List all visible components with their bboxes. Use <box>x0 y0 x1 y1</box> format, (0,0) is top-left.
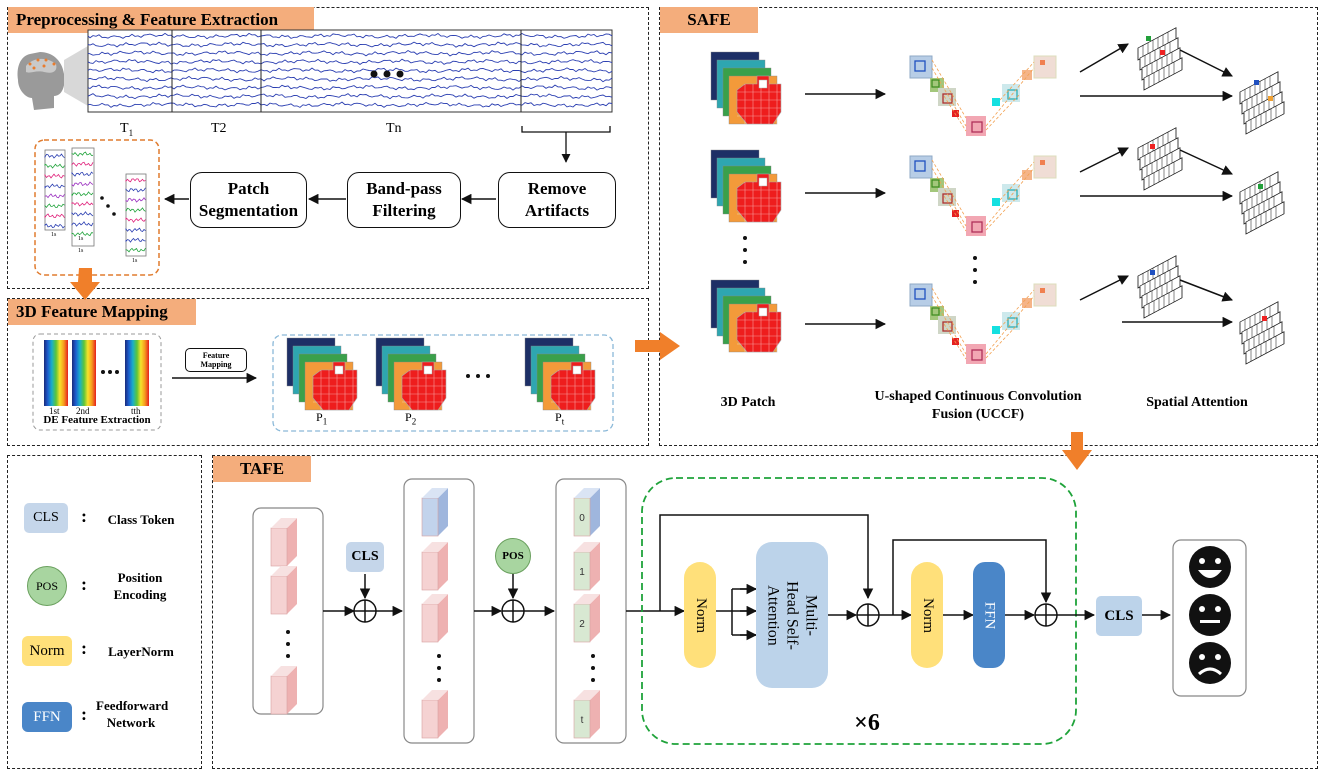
tafe-cls-token: CLS <box>346 542 384 572</box>
legend-colon: : <box>81 704 87 724</box>
mhsa-label: Multi-Head Self-Attention <box>764 580 820 650</box>
legend-pos-text: Position Encoding <box>113 570 167 602</box>
preprocessing-tag: Preprocessing & Feature Extraction <box>8 7 314 33</box>
legend-panel <box>7 455 202 769</box>
safe-tag: SAFE <box>660 7 758 33</box>
safe-col-uccf: U-shaped Continuous Convolution Fusion (… <box>874 389 1082 422</box>
patch-label-t: Pt <box>555 410 565 427</box>
patch-segmentation-label: Patch Segmentation <box>198 179 299 220</box>
legend-pos-icon: POS <box>27 566 67 606</box>
neutral-face-icon <box>1189 594 1231 636</box>
mapping-tag: 3D Feature Mapping <box>8 299 196 325</box>
norm-block-2: Norm <box>911 562 943 668</box>
remove-artifacts-box: Remove Artifacts <box>498 172 616 228</box>
ffn-label: FFN <box>981 601 998 629</box>
token-index: 0 <box>579 513 585 524</box>
output-cls-token: CLS <box>1096 596 1142 636</box>
patch-label-1: P1 <box>316 410 328 427</box>
remove-artifacts-label: Remove Artifacts <box>524 179 590 220</box>
time-label-1: T1 <box>120 121 134 138</box>
time-label-n: Tn <box>386 121 402 136</box>
mhsa-block: Multi-Head Self-Attention <box>756 542 828 688</box>
eeg-signal <box>87 29 613 113</box>
legend-ffn-text: Feedforward Network <box>96 698 169 730</box>
happy-face-icon <box>1189 546 1231 588</box>
safe-panel <box>659 7 1318 446</box>
legend-colon: : <box>81 638 87 658</box>
norm-label-1: Norm <box>692 597 709 633</box>
preprocessing-panel <box>7 7 649 289</box>
legend-colon: : <box>81 574 87 594</box>
legend-ffn-icon: FFN <box>22 702 72 732</box>
band-label-2nd: 2nd <box>76 406 90 416</box>
mapping-panel <box>7 298 649 446</box>
safe-col-3d-patch: 3D Patch <box>720 395 776 410</box>
sad-face-icon <box>1189 642 1231 684</box>
legend-norm-icon: Norm <box>22 636 72 666</box>
ffn-block: FFN <box>973 562 1005 668</box>
legend-norm-text: LayerNorm <box>108 644 174 659</box>
token-index: t <box>581 715 584 726</box>
patch-label-2: P2 <box>405 410 417 427</box>
band-label-tth: tth <box>131 406 141 416</box>
segment-label-1: 1s <box>51 232 57 238</box>
token-index: 1 <box>579 567 585 578</box>
segment-strips <box>44 147 147 257</box>
tafe-tag: TAFE <box>213 456 311 482</box>
segment-label-3: 1s <box>78 248 84 254</box>
legend-colon: : <box>81 506 87 526</box>
segment-label-2: 1s <box>78 236 84 242</box>
band-label-1st: 1st <box>49 406 60 416</box>
attention-cards <box>1137 27 1285 365</box>
segment-label-4: 1s <box>132 258 138 264</box>
feature-mapping-label: Feature Mapping <box>200 351 232 369</box>
time-label-2: T2 <box>211 121 227 136</box>
norm-block-1: Norm <box>684 562 716 668</box>
band-pass-box: Band-pass Filtering <box>347 172 461 228</box>
band-pass-label: Band-pass Filtering <box>366 179 442 220</box>
token-index: 2 <box>579 619 585 630</box>
legend-cls-text: Class Token <box>107 512 175 527</box>
norm-label-2: Norm <box>919 597 936 633</box>
repeat-label: ×6 <box>854 710 880 736</box>
patch-segmentation-box: Patch Segmentation <box>190 172 307 228</box>
feature-mapping-box: Feature Mapping <box>185 348 247 372</box>
tafe-panel <box>212 455 1318 769</box>
de-feature-label: DE Feature Extraction <box>43 414 151 426</box>
head-icon <box>17 46 88 110</box>
safe-col-spatial-attention: Spatial Attention <box>1146 395 1248 410</box>
tafe-pos-token: POS <box>495 538 531 574</box>
legend-cls-icon: CLS <box>24 503 68 533</box>
